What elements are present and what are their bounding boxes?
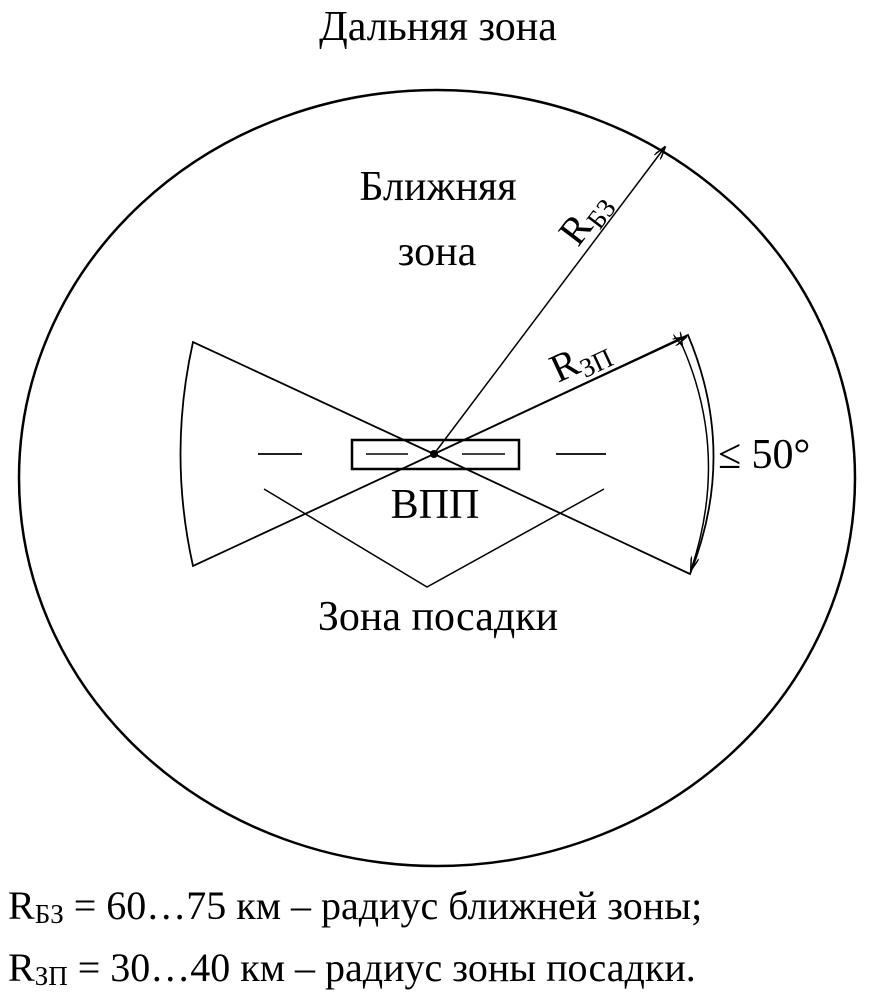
landing-zone-radius-line [433,337,686,455]
svg-text:RБЗ: RБЗ [549,182,622,256]
near-zone-label-line2: зона [398,229,477,275]
landing-sector-left [179,340,437,568]
near-zone-label-line1: Ближняя [359,164,516,210]
sector-angle-label: ≤ 50° [718,432,810,478]
near-zone-boundary [17,88,857,868]
legend-landing-zone-radius: RЗП = 30…40 км – радиус зоны посадки. [8,945,696,991]
runway-label: ВПП [391,482,480,528]
landing-zone-radius-label: RЗП [543,325,618,395]
landing-zone-leader [263,488,605,588]
near-zone-radius-label: RБЗ [549,182,622,256]
far-zone-label: Дальняя зона [319,4,557,50]
legend-near-zone-radius: RБЗ = 60…75 км – радиус ближней зоны; [8,883,703,929]
runway-rect [350,438,521,471]
svg-text:RЗП: RЗП [543,325,618,395]
sector-angle-arc [682,345,710,570]
landing-zone-label: Зона посадки [318,594,558,640]
near-zone-radius-line [433,147,665,455]
